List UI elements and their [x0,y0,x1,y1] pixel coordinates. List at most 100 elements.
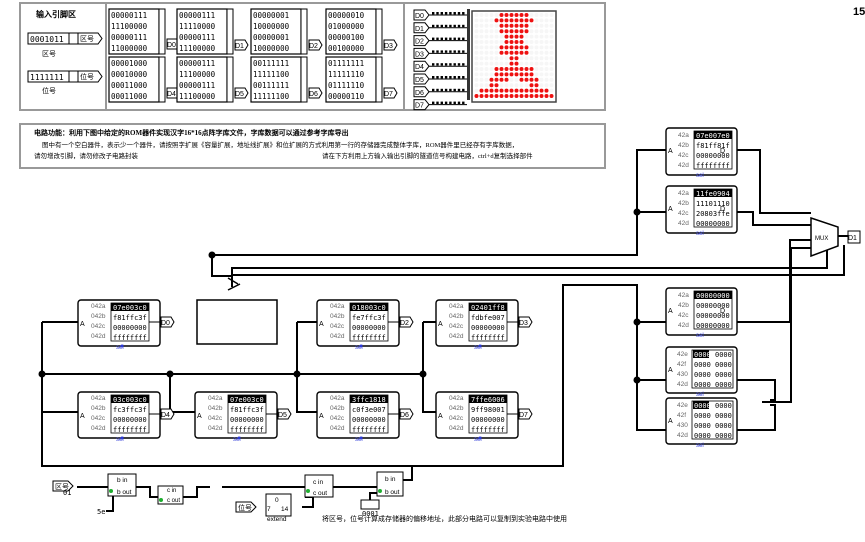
bit-extender[interactable] [265,493,292,517]
led-pixel [489,18,494,23]
extender-right-value: 14 [281,506,289,513]
display-pin-tunnel[interactable] [413,99,430,111]
led-pixel [539,56,544,61]
rom-data-value: 0000 [715,371,732,379]
rom-address-label: A [438,413,443,420]
rom-chip-right[interactable]: A42a42b42c42d11fe09041110111020803ffe000… [665,185,738,237]
display-pin-tunnel[interactable] [413,73,430,85]
rom-address-label: A [668,308,673,315]
tile-row-value: 11111110 [328,70,365,79]
display-pin-tunnel[interactable] [413,35,430,47]
display-pin-tunnel[interactable] [413,22,430,34]
led-pixel [474,94,479,98]
rom-select-label: sel [116,345,124,351]
led-pixel [534,77,539,82]
led-pixel [539,29,544,34]
led-pixel [504,18,509,23]
rom-chip[interactable]: A042a042b042c042d7ffe60069ff980010000000… [435,391,533,443]
rom-highlight-bar [469,395,507,403]
led-pixel [494,67,499,71]
page-number: 15 [853,6,865,18]
rom-data-value: 0000 [715,351,732,359]
led-pixel [489,23,494,28]
led-pixel [509,34,514,39]
rom-chip-right[interactable]: A42a42b42c42d000000000000000000000000000… [665,287,738,339]
led-pixel [524,29,529,34]
rom-current-value: 7ffe6006 [471,396,505,404]
description-line-1: 图中有一个空白器件，表示少一个器件，请按照字扩展《容量扩展，地址线扩展》和位扩展… [42,140,518,149]
led-pixel [514,29,519,34]
led-pixel [509,50,514,55]
display-pin-tunnel[interactable] [413,86,430,98]
led-pixel [489,40,494,44]
tile-row-value: 00111111 [253,59,289,68]
led-pixel [534,94,539,98]
tile-tunnel-label: D2 [309,43,318,50]
rom-chip[interactable]: A042a042b042c042d07e003c0f81ffc3f0000000… [77,299,175,351]
rom-address-label: A [668,418,673,425]
led-pixel [514,61,519,66]
led-pixel [484,83,489,88]
led-pixel [504,72,509,77]
rom-chip-right[interactable]: A42a42b42c42d07e007e0f81ff81f00000000fff… [665,127,738,179]
rom-row-address: 042d [91,425,106,432]
led-pixel [524,83,529,88]
rom-current-value: 03c003c0 [113,396,147,404]
tile-tunnel-icon [383,39,398,51]
rom-chip[interactable]: A042a042b042c042d018003c0fe7ffc3f0000000… [316,299,414,351]
wire-junction [208,251,216,259]
led-pixel [544,67,549,71]
led-pixel [494,94,499,98]
display-pin-tunnel[interactable] [413,9,430,21]
display-pin-tunnel[interactable] [413,60,430,72]
rom-highlight-bar [350,303,388,311]
zone-tunnel-input[interactable] [52,480,74,492]
led-pixel [509,61,514,66]
rom-data-value: 20803ffe [696,210,730,218]
led-pixel [544,72,549,77]
rom-chip[interactable]: A042a042b042c042d03c003c0fc3ffc3f0000000… [77,391,175,443]
rom-row-address: 042d [330,333,345,340]
led-pixel [499,88,504,93]
led-pixel [474,13,479,17]
rom-chip[interactable]: A042a042b042c042d3ffc1818c0f3e0070000000… [316,391,414,443]
led-pixel [509,40,514,44]
adder-2[interactable] [304,474,334,498]
blank-missing-component[interactable] [196,299,278,345]
adder-1[interactable] [157,485,184,505]
led-pixel [509,23,514,28]
led-pixel [489,88,494,93]
subtractor-1[interactable] [107,473,137,497]
display-pin-tunnel[interactable] [413,47,430,59]
tile-tunnel-label: D0 [167,42,176,49]
multiplexer[interactable]: MUX D1 [810,216,861,258]
subtractor-2[interactable] [376,471,404,497]
led-pixel [509,13,514,17]
led-pixel [499,18,504,23]
rom-address-label: A [319,413,324,420]
led-pixel [514,13,519,17]
subtractor-2-b-in: b in [385,476,396,483]
rom-row-address: 430 [677,422,688,429]
led-pixel [509,77,514,82]
rom-row-address: 42d [678,162,689,169]
led-pixel [549,61,554,66]
led-pixel [544,13,549,17]
rom-row-address: 042c [449,415,464,422]
led-pixel [474,56,479,61]
led-pixel [494,50,499,55]
position-tunnel-input[interactable] [235,501,257,513]
rom-current-value: 00000000 [696,292,730,300]
rom-chip[interactable]: A042a042b042c042d07e003c0f81ffc3f0000000… [194,391,292,443]
rom-chip[interactable]: A042a042b042c042d02401ff8fdbfe0070000000… [435,299,533,351]
